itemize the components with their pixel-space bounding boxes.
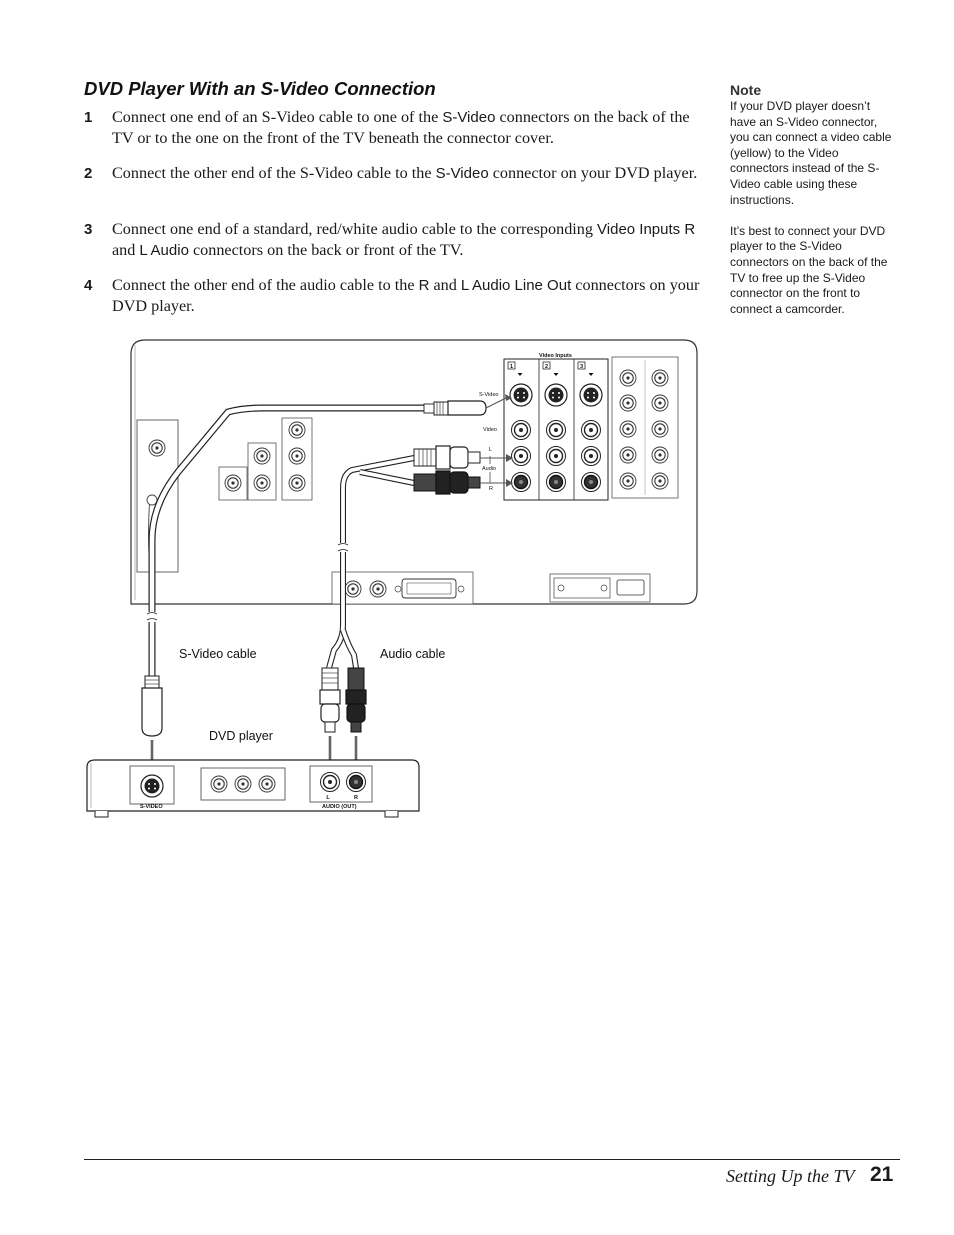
page-number: 21 [870, 1163, 894, 1186]
row-l-label: L [489, 447, 492, 453]
step-text: connectors on the back of the TV or to t… [112, 108, 690, 147]
dvd-r-label: R [354, 795, 358, 801]
step-number: 4 [84, 277, 93, 294]
note-paragraph-2: It’s best to connect your DVD player to … [730, 223, 888, 316]
svideo-cable [141, 394, 512, 774]
column-2-label: 2 [545, 364, 548, 370]
dvd-audio-out-label: AUDIO (OUT) [322, 804, 357, 810]
step-text: Connect the other end of the audio cable… [112, 276, 419, 294]
footer-chapter-title: Setting Up the TV [726, 1166, 855, 1186]
footer-rule [84, 1159, 900, 1160]
step-text: connectors on your DVD player. [112, 276, 700, 315]
panel-title: Video Inputs [539, 353, 572, 359]
step-number: 3 [84, 221, 93, 238]
row-video-label: Video [483, 427, 497, 433]
step-ui-term: S-Video [442, 109, 496, 126]
step-text: Connect the other end of the S-Video cab… [112, 164, 436, 182]
row-r-label: R [489, 486, 493, 492]
step-ui-term: L Audio Line Out [460, 277, 572, 294]
video-inputs-panel: Video Inputs 1 2 3 S-Video Video L Audio… [479, 353, 609, 501]
column-1-label: 1 [510, 364, 513, 370]
audio-cable-label: Audio cable [380, 647, 445, 661]
row-svideo-label: S-Video [479, 392, 498, 398]
step-text: and [112, 241, 140, 259]
dvd-svideo-label: S-VIDEO [140, 804, 163, 810]
note-title: Note [730, 82, 762, 98]
step-number: 1 [84, 109, 93, 126]
step-text: and [429, 276, 461, 294]
note-paragraph-1: If your DVD player doesn’t have an S-Vid… [730, 99, 892, 207]
step-ui-term: R [418, 277, 430, 294]
connection-diagram: Video Inputs 1 2 3 S-Video Video L Audio… [86, 339, 698, 818]
dvd-player: S-VIDEO L R AUDIO (OUT) [86, 759, 420, 818]
audio-cable [319, 445, 513, 770]
svideo-cable-label: S-Video cable [179, 647, 257, 661]
step-text: connector on your DVD player. [488, 164, 698, 182]
tv-back-panel [130, 339, 698, 605]
step-number: 2 [84, 165, 93, 182]
section-heading: DVD Player With an S-Video Connection [84, 78, 436, 99]
step-ui-term: Video Inputs R [597, 221, 696, 238]
step-text: Connect one end of a standard, red/white… [112, 220, 598, 238]
step-text: connectors on the back or front of the T… [188, 241, 464, 259]
row-audio-label: Audio [482, 466, 496, 472]
dvd-player-label: DVD player [209, 729, 273, 743]
step-text: Connect one end of an S-Video cable to o… [112, 108, 443, 126]
step-ui-term: L Audio [139, 242, 189, 259]
note-sidebar: Note If your DVD player doesn’t have an … [730, 82, 898, 317]
dvd-l-label: L [326, 795, 330, 801]
column-3-label: 3 [580, 364, 583, 370]
step-ui-term: S-Video [435, 165, 489, 182]
